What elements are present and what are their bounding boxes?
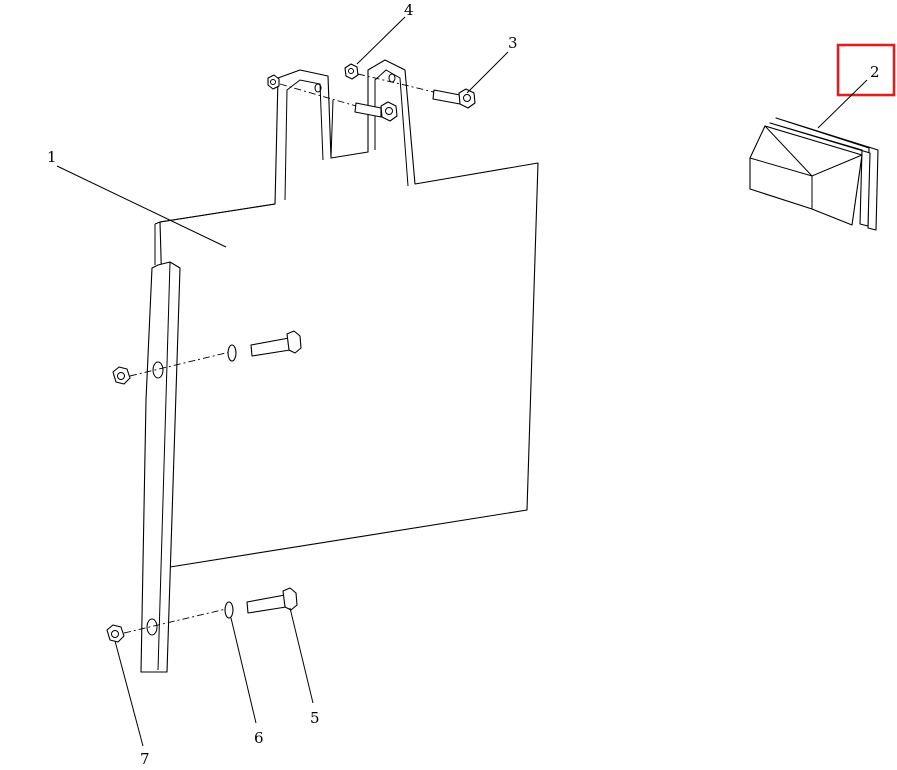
callout-labels: 1 2 3 4 5 6 7 <box>47 1 880 768</box>
part-1-strap <box>140 261 181 673</box>
callout-4: 4 <box>404 1 414 19</box>
callout-2: 2 <box>870 63 880 81</box>
callout-1: 1 <box>47 148 57 166</box>
callout-7: 7 <box>140 750 150 768</box>
leader-2 <box>817 79 868 129</box>
upper-right-fastener-group <box>344 63 476 109</box>
leader-4 <box>356 16 406 65</box>
lower-fastener-group <box>106 587 298 643</box>
leader-lines <box>56 16 868 747</box>
highlight-box <box>836 43 896 97</box>
middle-fastener-group <box>112 330 302 385</box>
callout-5: 5 <box>310 709 320 727</box>
upper-left-fastener-group <box>267 74 398 122</box>
part-2-housing <box>749 117 879 231</box>
callout-6: 6 <box>254 729 264 747</box>
callout-3: 3 <box>508 34 518 52</box>
leader-1 <box>56 165 227 248</box>
leader-7 <box>114 640 144 747</box>
leader-5 <box>289 607 314 704</box>
part-1-plate <box>154 59 539 568</box>
leader-3 <box>466 51 509 94</box>
leader-6 <box>230 617 257 724</box>
